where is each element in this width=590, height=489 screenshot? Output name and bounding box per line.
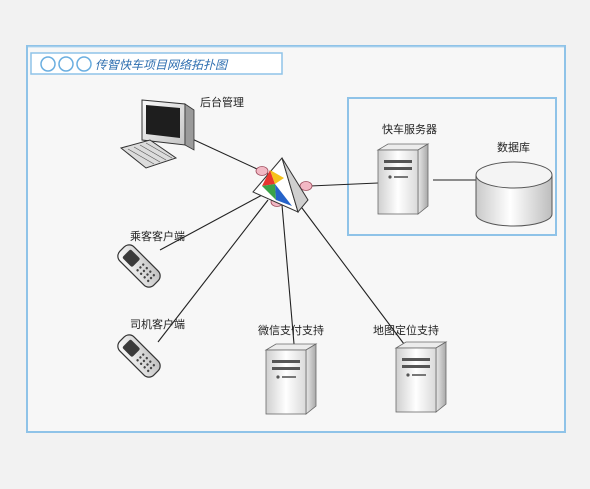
hub-node[interactable] [252,156,313,214]
server-label: 快车服务器 [382,122,437,136]
window-control-1[interactable] [40,56,56,72]
wechat-pay-node[interactable]: 微信支付支持 [258,323,324,415]
desktop-computer-icon [119,99,195,169]
window-control-3[interactable] [76,56,92,72]
server-tower-icon [395,341,447,413]
link-passenger-hub [159,194,263,251]
map-location-node[interactable]: 地图定位支持 [373,323,447,413]
server-tower-icon [265,343,317,415]
server-node[interactable]: 快车服务器 [377,122,437,215]
admin-node[interactable]: 后台管理 [119,95,244,169]
page-title: 传智快车项目网络拓扑图 [95,58,229,72]
database-label: 数据库 [497,140,530,154]
admin-label: 后台管理 [200,95,244,109]
server-tower-icon [377,143,429,215]
window-control-2[interactable] [58,56,74,72]
database-node[interactable]: 数据库 [475,140,553,227]
link-wechat-hub [281,204,295,345]
title-bar: 传智快车项目网络拓扑图 [30,52,283,75]
network-hub-icon [252,156,313,214]
database-cylinder-icon [475,161,553,227]
driver-node[interactable]: 司机客户端 [114,317,185,381]
passenger-node[interactable]: 乘客客户端 [114,229,185,291]
server-cluster-box [347,97,557,236]
driver-label: 司机客户端 [130,317,185,331]
link-driver-hub [157,199,269,343]
network-links [157,137,480,353]
wechat-pay-label: 微信支付支持 [258,323,324,337]
link-hub-server [309,182,379,187]
link-map-hub [295,199,411,353]
map-location-label: 地图定位支持 [373,323,439,337]
passenger-label: 乘客客户端 [130,229,185,243]
